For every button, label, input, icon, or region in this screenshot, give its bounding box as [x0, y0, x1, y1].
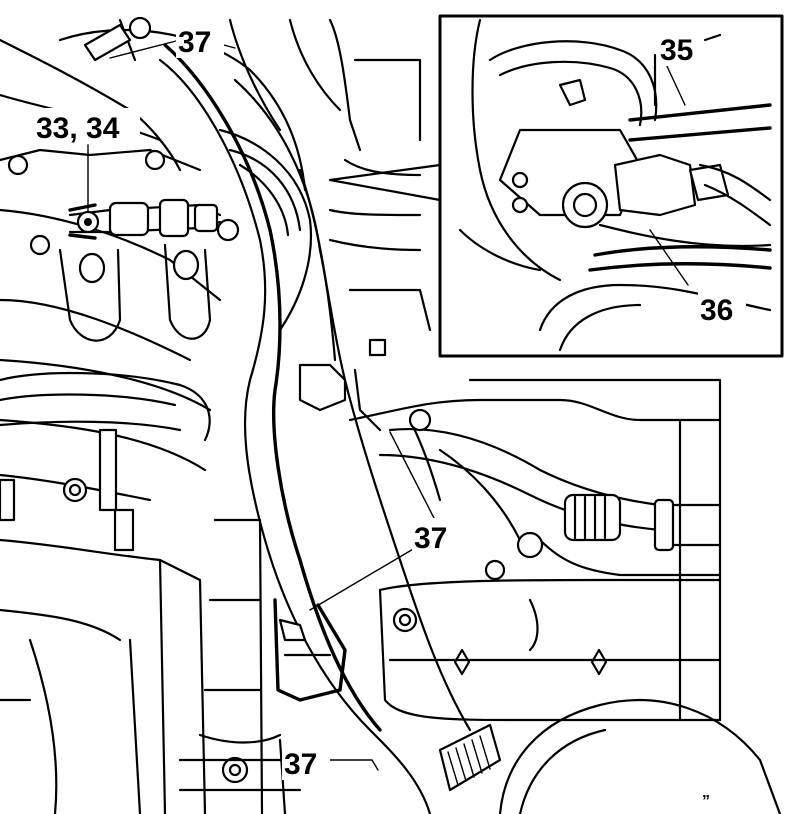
- leader-37-mid-b: [389, 431, 436, 521]
- bracket-housing: [378, 378, 782, 814]
- coolant-pipes: [348, 378, 722, 581]
- leader-37-mid-a: [309, 547, 416, 611]
- leader-37-bottom: [327, 759, 379, 771]
- upper-background: [83, 16, 432, 332]
- leader-37-top: [109, 39, 181, 59]
- callout-labels: 33, 34 37 35 36 37 37 ”: [34, 22, 746, 810]
- callout-37-mid: 37: [414, 522, 447, 555]
- leader-35: [664, 61, 686, 106]
- callout-37-bottom: 37: [284, 748, 317, 781]
- intake-hose: [158, 43, 502, 814]
- callout-36: 36: [700, 294, 733, 327]
- callout-37-top: 37: [178, 26, 211, 59]
- actuator-rod-33-34: [68, 198, 222, 240]
- callout-33-34: 33, 34: [36, 112, 120, 145]
- detail-inset: [328, 14, 784, 358]
- corner-mark: ”: [702, 793, 710, 810]
- engine-background: [0, 28, 312, 814]
- callout-35: 35: [660, 34, 693, 67]
- leader-36: [649, 229, 689, 286]
